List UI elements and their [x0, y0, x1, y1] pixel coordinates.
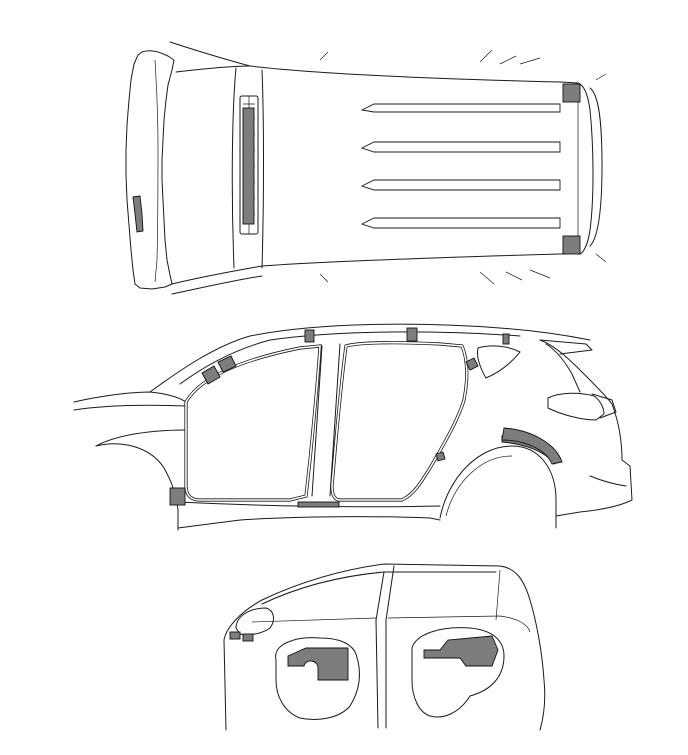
doors-outer-silhouette — [223, 563, 546, 731]
top-windshield-inner — [154, 59, 159, 283]
top-body-lower-edge — [171, 252, 581, 285]
side-quarter-window — [477, 345, 521, 379]
side-tail-light — [547, 392, 605, 421]
side-front-door-frame-inner — [185, 345, 321, 501]
side-tail-light-2 — [591, 393, 617, 419]
top-windshield-outline — [125, 50, 175, 290]
side-pad-wheel-arch-thick — [501, 427, 563, 465]
side-rocker-lower — [177, 516, 441, 529]
side-front-body — [95, 429, 187, 447]
top-body-upper-edge-2 — [175, 65, 251, 73]
top-pad-windshield-strip — [132, 195, 144, 233]
side-rear-body — [539, 339, 633, 517]
side-hood — [73, 391, 187, 403]
side-pad-roof-mid — [406, 327, 418, 342]
roof-rail-4 — [360, 217, 561, 229]
top-front-corner-lines-top — [319, 49, 541, 65]
top-body-lower-edge-2 — [171, 275, 263, 295]
top-rear-spoiler — [589, 87, 603, 247]
side-view — [73, 323, 633, 531]
side-rear-pillar — [545, 343, 581, 393]
side-rear-spoiler — [539, 339, 593, 355]
side-pad-quarter-window — [465, 357, 479, 371]
side-rear-arch-liner — [445, 455, 513, 517]
side-roof-line — [149, 323, 591, 393]
side-pad-roof-front — [304, 329, 315, 343]
top-pad-rear-lower — [562, 235, 581, 255]
doors-inner-view — [223, 563, 546, 731]
doors-b-pillar-right — [385, 565, 395, 729]
doors-pad-front-large — [287, 647, 349, 681]
side-front-fender — [95, 443, 179, 531]
doors-roof-inner — [261, 571, 497, 605]
top-front-corner-lines-bottom — [319, 269, 551, 285]
side-pad-a-pillar-2 — [217, 355, 237, 373]
top-pad-rear-upper — [562, 83, 581, 103]
roof-rail-1 — [360, 103, 561, 113]
top-rear-edge — [577, 82, 594, 255]
side-pad-sill — [297, 501, 340, 508]
side-pad-rear-door-lower — [435, 451, 446, 462]
top-cross-band-right — [261, 69, 264, 269]
top-rear-corner-lines — [595, 73, 607, 263]
doors-rear-opening — [411, 627, 505, 718]
roof-rail-3 — [360, 179, 561, 191]
doors-pad-rear-large — [423, 635, 499, 667]
doors-front-opening — [275, 637, 360, 720]
doors-pad-mirror-1 — [229, 631, 241, 640]
side-rear-wheel-arch — [439, 445, 557, 529]
side-b-pillar-front — [311, 345, 323, 497]
side-rear-door-frame — [330, 341, 469, 502]
side-pad-a-pillar-1 — [201, 365, 221, 385]
side-roof-line-inner — [179, 331, 521, 385]
roof-rail-2 — [360, 141, 561, 153]
top-view — [125, 41, 607, 295]
doors-belt-line-front — [251, 617, 377, 623]
doors-belt-line-rear — [387, 615, 531, 633]
doors-b-pillar-left — [375, 571, 385, 729]
top-cross-band-left — [231, 67, 237, 269]
doors-rear-pillar — [495, 569, 501, 621]
side-b-pillar-rear — [329, 343, 341, 497]
top-body-upper-edge — [169, 41, 579, 84]
side-rear-door-frame-inner — [331, 341, 468, 501]
side-hood-lower — [73, 404, 187, 411]
side-pad-front-rocker-corner — [169, 487, 186, 506]
side-front-door-frame — [184, 344, 322, 502]
top-pad-center-pieces — [242, 107, 255, 225]
doors-pad-mirror-2 — [242, 633, 254, 642]
side-pad-roof-rear — [502, 333, 510, 345]
side-rear-bumper — [589, 475, 627, 487]
